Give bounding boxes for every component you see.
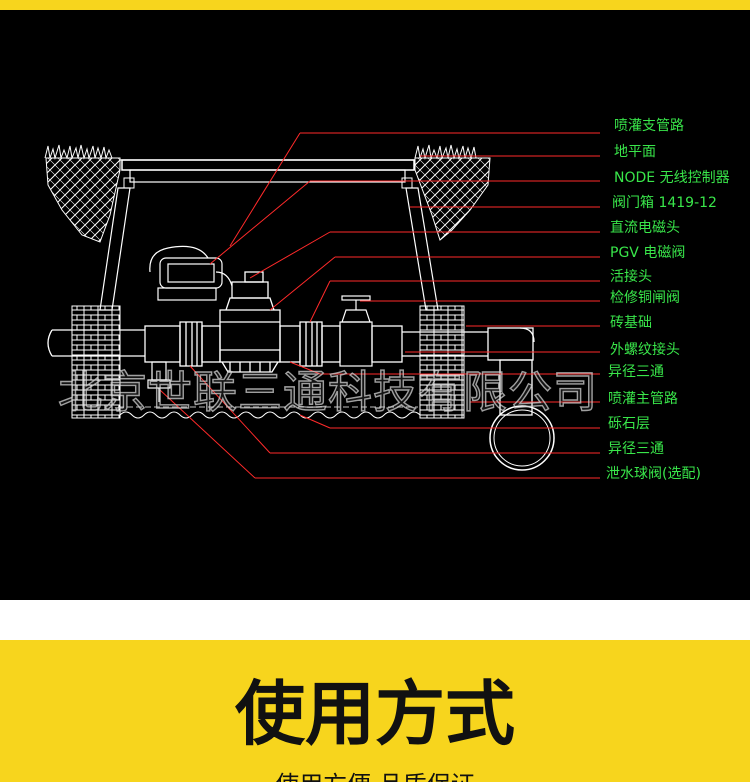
label-ground-level: 地平面 (614, 144, 656, 160)
label-brick-base: 砖基础 (610, 315, 652, 331)
soil-left (45, 157, 121, 243)
section-subtitle: 使用方便 品质保证 (0, 770, 750, 782)
label-reducing-tee-1: 异径三通 (608, 364, 664, 380)
brick-base-right (419, 305, 465, 419)
section-title: 使用方式 (235, 673, 515, 755)
label-male-adapter: 外螺纹接头 (610, 342, 680, 358)
label-pgv-valve: PGV 电磁阀 (610, 245, 686, 261)
grass-left (44, 144, 113, 160)
usage-section-banner: 使用方式 使用方便 品质保证 (0, 640, 750, 782)
label-node-controller: NODE 无线控制器 (614, 170, 730, 186)
label-main-pipe: 喷灌主管路 (608, 391, 678, 407)
gravel-layer (119, 411, 421, 419)
leader-lines (159, 132, 600, 479)
top-yellow-band (0, 0, 750, 10)
label-union: 活接头 (610, 269, 652, 285)
label-reducing-tee-2: 异径三通 (608, 441, 664, 457)
label-valve-box: 阀门箱 1419-12 (612, 195, 717, 211)
main-pipe (47, 321, 535, 416)
label-drain-ball-valve: 泄水球阀(选配) (606, 466, 701, 482)
pgv-valve (219, 271, 281, 373)
section-gap (0, 600, 750, 640)
label-gate-valve: 检修铜闸阀 (610, 290, 680, 306)
label-sprinkler-branch-pipe: 喷灌支管路 (614, 118, 684, 134)
label-dc-solenoid: 直流电磁头 (610, 220, 680, 236)
main-pipe-section (489, 405, 555, 471)
installation-diagram: 喷灌支管路 地平面 NODE 无线控制器 阀门箱 1419-12 直流电磁头 P… (0, 10, 750, 600)
valve-box-lid (121, 159, 415, 171)
cad-drawing (44, 132, 600, 479)
node-controller (149, 245, 233, 301)
soil-right (414, 157, 491, 241)
label-gravel-layer: 砾石层 (608, 416, 650, 432)
brick-base-left (71, 305, 121, 419)
grass-right (414, 144, 477, 160)
gate-valve (339, 295, 373, 367)
company-watermark: 北京世联三通科技有限公司 (57, 367, 598, 418)
